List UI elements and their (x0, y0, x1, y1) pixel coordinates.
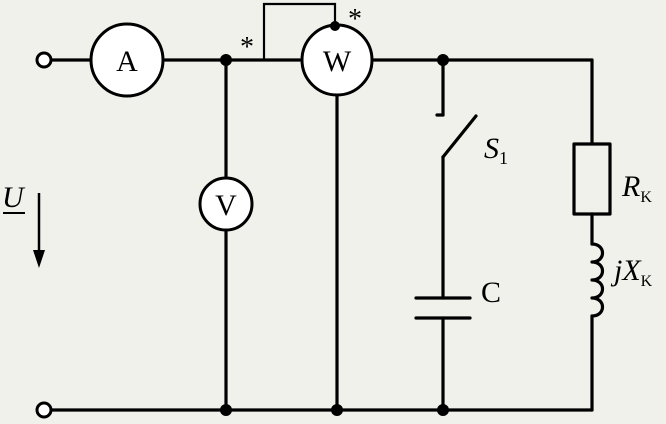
voltage-arrow-head (33, 250, 45, 268)
ammeter: A (89, 22, 165, 98)
wattmeter-voltage-lead (262, 2, 337, 60)
switch-blade (441, 114, 478, 159)
voltmeter-label: V (215, 189, 237, 222)
terminal-bottom (35, 401, 53, 419)
junction-dot (437, 404, 449, 416)
junction-dot (220, 54, 232, 66)
wattmeter-label: W (323, 45, 352, 78)
junction-dot (220, 404, 232, 416)
junction-dot (437, 54, 449, 66)
voltmeter: V (198, 176, 254, 232)
ammeter-label: A (116, 45, 138, 78)
current-coil-star: * (240, 32, 254, 63)
resistor (572, 142, 612, 216)
capacitor-label: C (481, 276, 501, 309)
junction-dot (331, 404, 343, 416)
resistor-subscript: K (640, 189, 652, 206)
junction-dot (330, 21, 340, 31)
voltage-coil-star: * (348, 4, 362, 35)
voltage-label: U (2, 181, 26, 214)
switch-label: S1 (484, 132, 508, 168)
terminal-top (35, 51, 53, 69)
voltage-indicator: U (2, 181, 45, 268)
switch-subscript: 1 (499, 148, 508, 168)
wattmeter: W (300, 23, 374, 97)
junctions (220, 21, 449, 416)
reactance-label: jXK (610, 254, 653, 290)
inductor-coil (590, 242, 605, 318)
reactance-subscript: K (641, 273, 653, 290)
resistor-label: RK (621, 170, 652, 206)
